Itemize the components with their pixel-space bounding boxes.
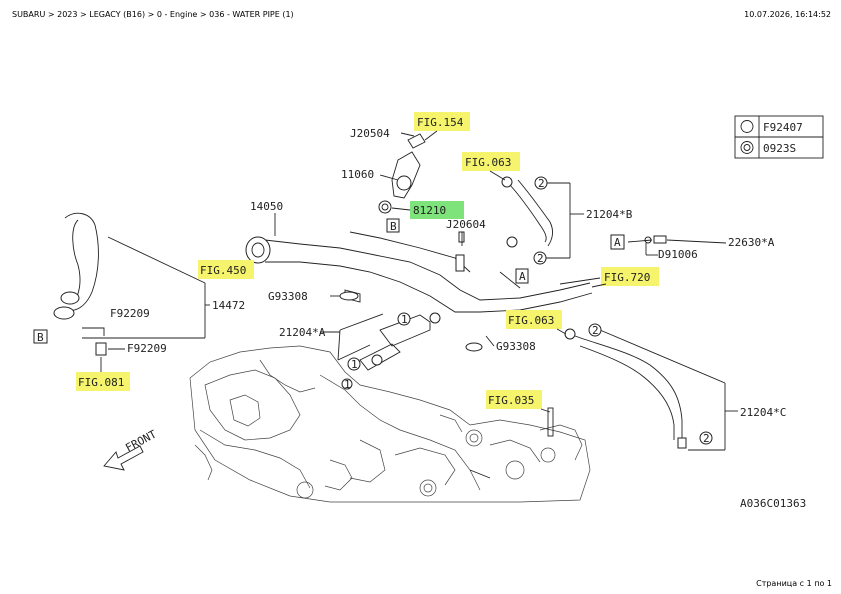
fig-ref-720[interactable]: FIG.720 — [601, 267, 659, 286]
svg-text:1: 1 — [401, 313, 408, 326]
svg-text:FIG.035: FIG.035 — [488, 394, 534, 407]
print-timestamp: 10.07.2026, 16:14:52 — [744, 10, 831, 19]
svg-text:B: B — [37, 331, 44, 344]
engine-block-drawing — [189, 345, 591, 503]
front-arrow-icon — [103, 445, 144, 471]
legend-symbol-1-icon — [740, 120, 754, 133]
callout-markers: 1 1 1 2 2 2 1 2 — [341, 176, 713, 445]
svg-text:A: A — [519, 270, 526, 283]
diagram-id: A036C01363 — [740, 497, 806, 510]
part-label-21204b[interactable]: 21204*B — [586, 208, 633, 221]
part-81210-selected[interactable]: 81210 — [410, 201, 464, 219]
svg-text:FIG.154: FIG.154 — [417, 116, 464, 129]
hose-14472-drawing — [53, 212, 107, 356]
front-label: FRONT — [123, 427, 159, 454]
legend-symbol-2-icon — [740, 141, 754, 154]
callout-circle-1-icon — [341, 378, 353, 390]
water-pipe-drawing — [245, 133, 687, 479]
svg-text:2: 2 — [538, 177, 545, 190]
legend-code-2: 0923S — [763, 142, 796, 155]
svg-text:81210: 81210 — [413, 204, 446, 217]
legend-code-1: F92407 — [763, 121, 803, 134]
callout-circle-2-icon — [534, 176, 548, 190]
legend-symbol-2-inner-icon — [743, 144, 751, 151]
svg-text:2: 2 — [592, 324, 599, 337]
svg-text:1: 1 — [351, 358, 358, 371]
part-label-22630a[interactable]: 22630*A — [728, 236, 775, 249]
svg-text:FIG.063: FIG.063 — [508, 314, 554, 327]
section-marker-a-sensor: A — [610, 234, 625, 250]
part-label-14050[interactable]: 14050 — [250, 200, 283, 213]
leader-lines — [82, 130, 738, 451]
fig-ref-063-top[interactable]: FIG.063 — [462, 152, 520, 171]
part-label-g93308-lower[interactable]: G93308 — [496, 340, 536, 353]
section-marker-b-top: B — [386, 218, 400, 233]
part-label-d91006[interactable]: D91006 — [658, 248, 698, 261]
gasket-g93308-lower-icon — [465, 342, 483, 352]
part-label-f92209-upper[interactable]: F92209 — [110, 307, 150, 320]
svg-text:2: 2 — [537, 252, 544, 265]
section-marker-b-left: B — [33, 329, 48, 344]
svg-text:FIG.450: FIG.450 — [200, 264, 246, 277]
part-label-14472[interactable]: 14472 — [212, 299, 245, 312]
part-label-g93308-upper[interactable]: G93308 — [268, 290, 308, 303]
svg-text:2: 2 — [703, 432, 710, 445]
svg-text:A: A — [614, 236, 621, 249]
fig-ref-154[interactable]: FIG.154 — [414, 112, 470, 131]
breadcrumb: SUBARU > 2023 > LEGACY (B16) > 0 - Engin… — [12, 10, 294, 19]
part-label-j20504[interactable]: J20504 — [350, 127, 390, 140]
svg-text:FIG.720: FIG.720 — [604, 271, 650, 284]
part-label-j20604[interactable]: J20604 — [446, 218, 486, 231]
page-footer: Страница с 1 по 1 — [756, 579, 832, 588]
svg-text:B: B — [390, 220, 397, 233]
callout-circle-1-icon — [347, 357, 361, 371]
svg-text:1: 1 — [344, 378, 351, 391]
part-label-11060[interactable]: 11060 — [341, 168, 374, 181]
fig-ref-450[interactable]: FIG.450 — [198, 260, 254, 279]
callout-circle-2-icon — [699, 431, 713, 445]
svg-text:FIG.081: FIG.081 — [78, 376, 124, 389]
callout-circle-1-icon — [397, 312, 411, 326]
section-marker-a-pipe: A — [515, 268, 529, 284]
part-label-21204c[interactable]: 21204*C — [740, 406, 786, 419]
callout-circle-2-icon — [533, 251, 547, 265]
legend-table: F92407 0923S — [734, 115, 824, 159]
front-direction-arrow: FRONT — [103, 427, 159, 471]
callout-circle-2-icon — [588, 323, 602, 337]
svg-text:FIG.063: FIG.063 — [465, 156, 511, 169]
fig-ref-063-bottom[interactable]: FIG.063 — [506, 310, 562, 329]
part-label-21204a[interactable]: 21204*A — [279, 326, 326, 339]
fig-ref-035[interactable]: FIG.035 — [486, 390, 542, 409]
part-label-f92209-lower[interactable]: F92209 — [127, 342, 167, 355]
fig-ref-081[interactable]: FIG.081 — [76, 372, 130, 391]
